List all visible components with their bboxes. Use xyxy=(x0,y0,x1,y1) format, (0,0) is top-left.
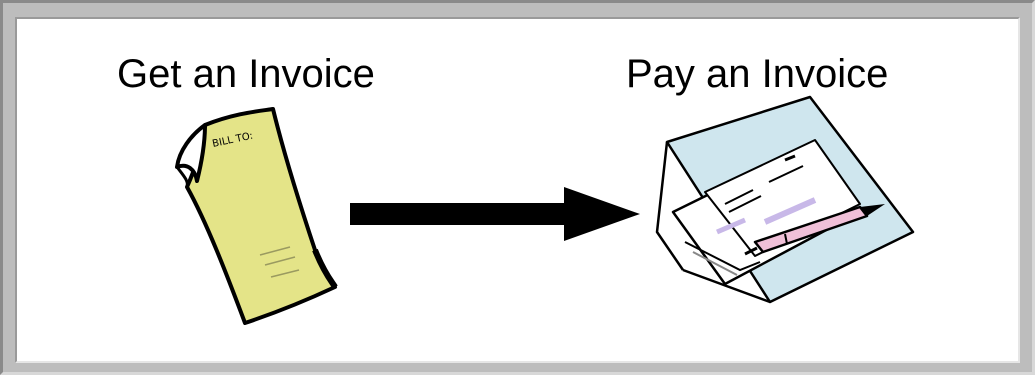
right-arrow-icon xyxy=(350,185,640,245)
step-label-get-invoice: Get an Invoice xyxy=(117,48,375,100)
payment-check-icon xyxy=(645,92,915,317)
invoice-document-icon: BILL TO: xyxy=(165,105,345,330)
